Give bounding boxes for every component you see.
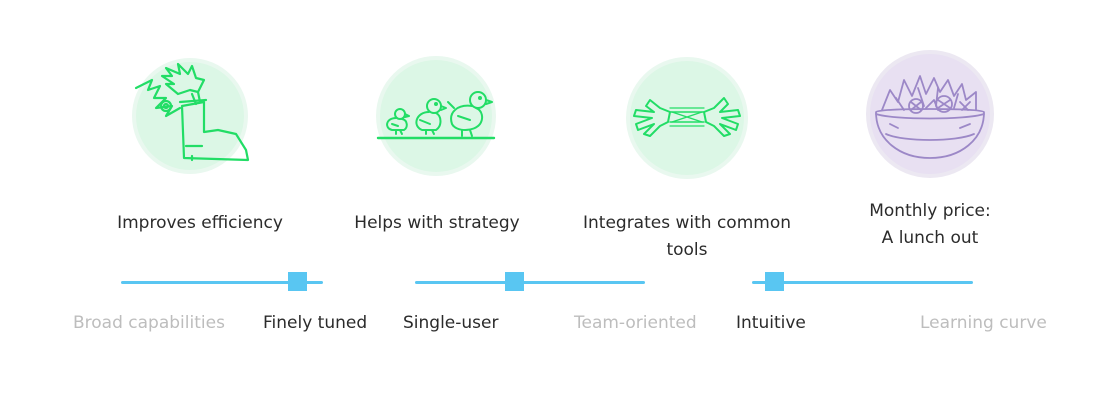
slider-thumb[interactable] <box>287 272 307 291</box>
slider-ease-of-use[interactable] <box>752 272 973 292</box>
salad-bowl-icon <box>864 50 996 182</box>
slider-right-label: Finely tuned <box>263 313 368 333</box>
slider-right-label: Team-oriented <box>574 313 697 333</box>
feature-label: Integrates with common tools <box>582 213 791 260</box>
slider-right-label: Learning curve <box>920 313 1047 333</box>
slider-track[interactable] <box>415 281 645 284</box>
slider-left-label: Single-user <box>403 313 499 333</box>
slider-track[interactable] <box>121 281 323 284</box>
slider-left-label: Intuitive <box>736 313 806 333</box>
slider-capabilities[interactable] <box>121 272 323 292</box>
ducklings-icon <box>374 56 498 180</box>
slider-thumb[interactable] <box>504 272 524 291</box>
connecting-hands-icon <box>624 56 750 182</box>
feature-label: Monthly price: A lunch out <box>869 201 991 248</box>
slider-left-label: Broad capabilities <box>73 313 225 333</box>
feature-label: Improves efficiency <box>117 213 283 233</box>
winged-boot-icon <box>126 58 254 182</box>
slider-team-size[interactable] <box>415 272 645 292</box>
slider-thumb[interactable] <box>765 272 785 291</box>
slider-track[interactable] <box>752 281 973 284</box>
feature-label: Helps with strategy <box>354 213 520 233</box>
